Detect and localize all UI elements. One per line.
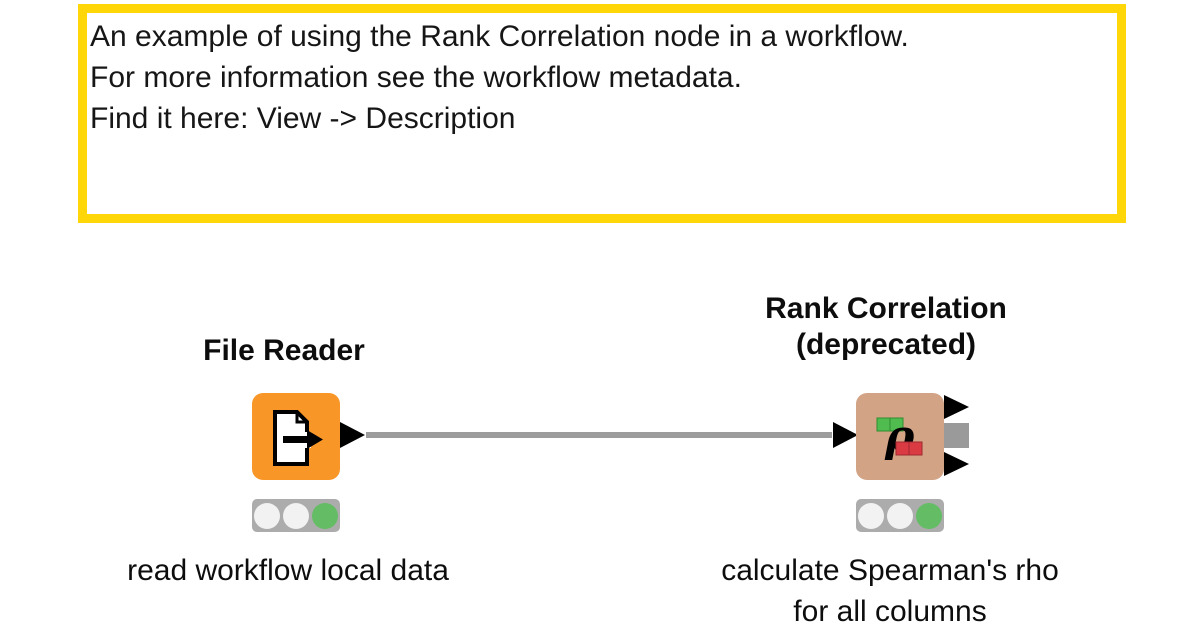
node-caption-rank-correlation[interactable]: calculate Spearman's rho for all columns	[721, 554, 1059, 628]
status-light-red-off	[254, 502, 280, 529]
annotation-line: Find it here: View -> Description	[90, 102, 516, 135]
node-title-file-reader: File Reader	[203, 334, 365, 367]
rank-correlation-output-port-bottom[interactable]	[944, 452, 969, 476]
file-reader-status-light	[252, 499, 340, 532]
status-light-red-off	[858, 502, 884, 529]
file-reader-output-port[interactable]	[340, 422, 365, 448]
status-light-green-on	[916, 502, 942, 529]
status-light-green-on	[312, 502, 338, 529]
rank-correlation-output-port-top[interactable]	[944, 395, 969, 419]
node-rank-correlation[interactable]: ρ	[856, 393, 944, 480]
workflow-annotation[interactable]: An example of using the Rank Correlation…	[78, 4, 1126, 223]
annotation-line: An example of using the Rank Correlation…	[90, 20, 909, 53]
node-title-rank-correlation: Rank Correlation (deprecated)	[765, 292, 1007, 361]
rank-correlation-status-light	[856, 499, 944, 532]
file-export-icon	[273, 409, 323, 466]
connection-arrow-icon	[833, 422, 858, 448]
rho-correlation-icon: ρ	[876, 411, 923, 462]
node-file-reader[interactable]	[252, 393, 340, 480]
status-light-yellow-off	[283, 502, 309, 529]
rank-correlation-inactive-port[interactable]	[944, 423, 969, 448]
node-caption-file-reader[interactable]: read workflow local data	[127, 554, 449, 587]
connection-line[interactable]	[366, 432, 832, 438]
status-light-yellow-off	[887, 502, 913, 529]
annotation-line: For more information see the workflow me…	[90, 61, 742, 94]
